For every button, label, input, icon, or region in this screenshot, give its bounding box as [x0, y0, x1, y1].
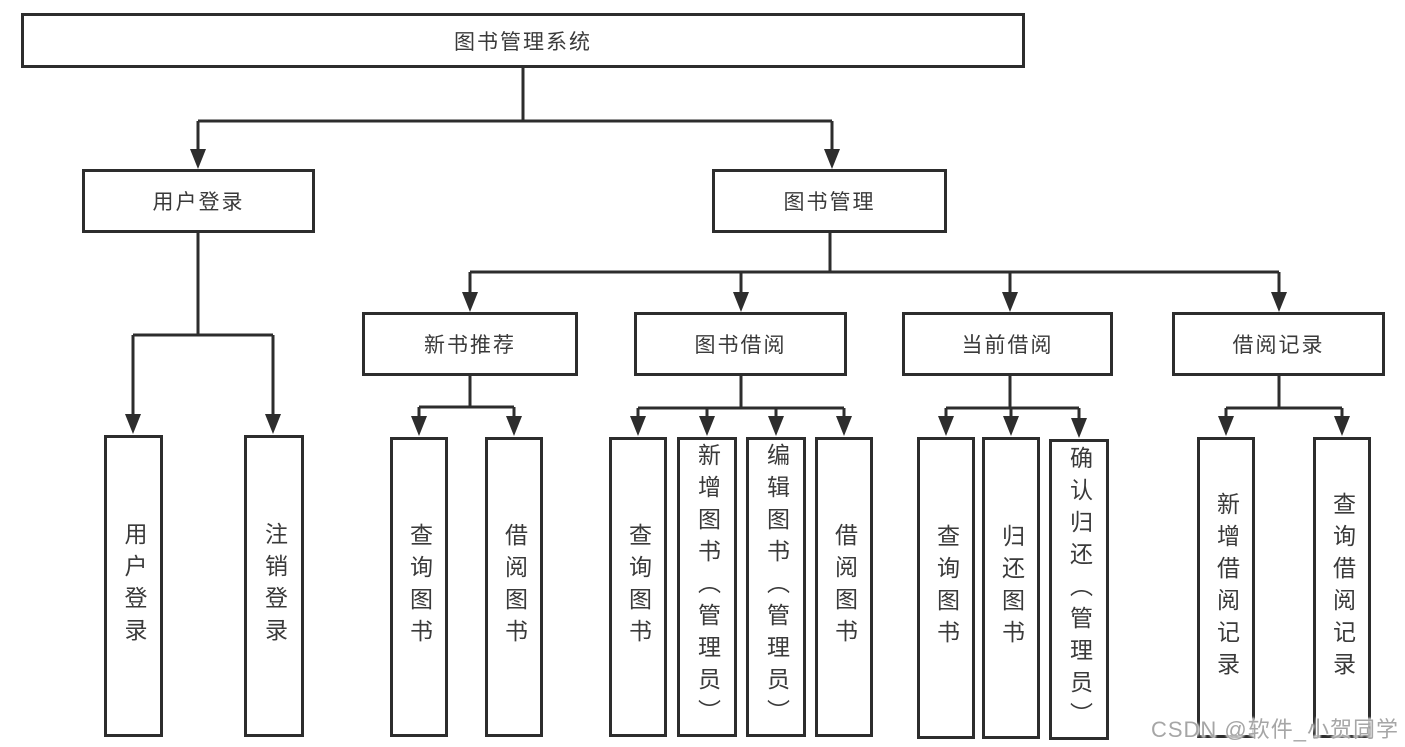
- leaf-confirm-return-admin: 确认归还（管理员）: [1049, 439, 1109, 740]
- csdn-watermark: CSDN @软件_小贺同学: [1150, 717, 1399, 742]
- connector-root-to-level1: [190, 68, 840, 169]
- node-user-login: 用户登录: [82, 169, 315, 233]
- node-label: 查询借阅记录: [1329, 491, 1356, 684]
- connector-current-borrow-children: [938, 375, 1087, 438]
- node-label: 查询图书: [625, 523, 652, 651]
- node-label: 注销登录: [261, 522, 288, 650]
- leaf-query-book-borrow: 查询图书: [609, 437, 667, 737]
- node-label: 借阅记录: [1232, 334, 1325, 357]
- node-label: 新增借阅记录: [1213, 491, 1240, 684]
- connector-new-book-children: [411, 375, 522, 436]
- leaf-edit-book-admin: 编辑图书（管理员）: [746, 437, 806, 737]
- connector-borrow-record-children: [1218, 375, 1350, 436]
- node-label: 当前借阅: [961, 334, 1054, 357]
- node-label: 用户登录: [121, 522, 147, 650]
- leaf-query-borrow-record: 查询借阅记录: [1313, 437, 1371, 738]
- node-new-book-recommend: 新书推荐: [362, 312, 578, 376]
- connector-line: [198, 68, 832, 123]
- node-label: 归还图书: [998, 524, 1025, 652]
- node-current-borrow: 当前借阅: [902, 312, 1113, 376]
- leaf-query-book-recommend: 查询图书: [390, 437, 448, 737]
- node-label: 编辑图书（管理员）: [763, 443, 790, 731]
- node-label: 图书借阅: [694, 334, 787, 357]
- connector-book-management-to-level2: [462, 233, 1287, 312]
- node-library-management-system: 图书管理系统: [21, 13, 1025, 68]
- connector-line: [638, 375, 844, 410]
- node-label: 用户登录: [152, 191, 245, 214]
- leaf-borrow-book: 借阅图书: [815, 437, 873, 737]
- leaf-logout: 注销登录: [244, 435, 304, 737]
- node-book-borrow: 图书借阅: [634, 312, 847, 376]
- leaf-return-book: 归还图书: [982, 437, 1040, 739]
- node-label: 新书推荐: [424, 334, 516, 357]
- node-label: 确认归还（管理员）: [1066, 445, 1093, 734]
- connector-book-borrow-children: [630, 375, 852, 436]
- leaf-user-login: 用户登录: [104, 435, 163, 737]
- connector-line: [133, 233, 273, 337]
- leaf-add-book-admin: 新增图书（管理员）: [677, 437, 737, 737]
- leaf-query-book-current: 查询图书: [917, 437, 975, 739]
- connector-line: [946, 375, 1079, 410]
- node-label: 查询图书: [406, 523, 433, 651]
- node-label: 查询图书: [933, 524, 960, 652]
- node-label: 图书管理: [783, 191, 876, 214]
- connector-line: [419, 375, 514, 409]
- node-label: 图书管理系统: [454, 30, 592, 54]
- node-label: 借阅图书: [501, 523, 528, 651]
- connector-user-login-children: [125, 233, 281, 434]
- leaf-add-borrow-record: 新增借阅记录: [1197, 437, 1255, 738]
- connector-line: [1226, 375, 1342, 410]
- node-label: 新增图书（管理员）: [694, 443, 721, 731]
- node-label: 借阅图书: [831, 523, 858, 651]
- node-book-management: 图书管理: [712, 169, 947, 233]
- connector-line: [470, 233, 1279, 274]
- leaf-borrow-book-recommend: 借阅图书: [485, 437, 543, 737]
- node-borrow-record: 借阅记录: [1172, 312, 1385, 376]
